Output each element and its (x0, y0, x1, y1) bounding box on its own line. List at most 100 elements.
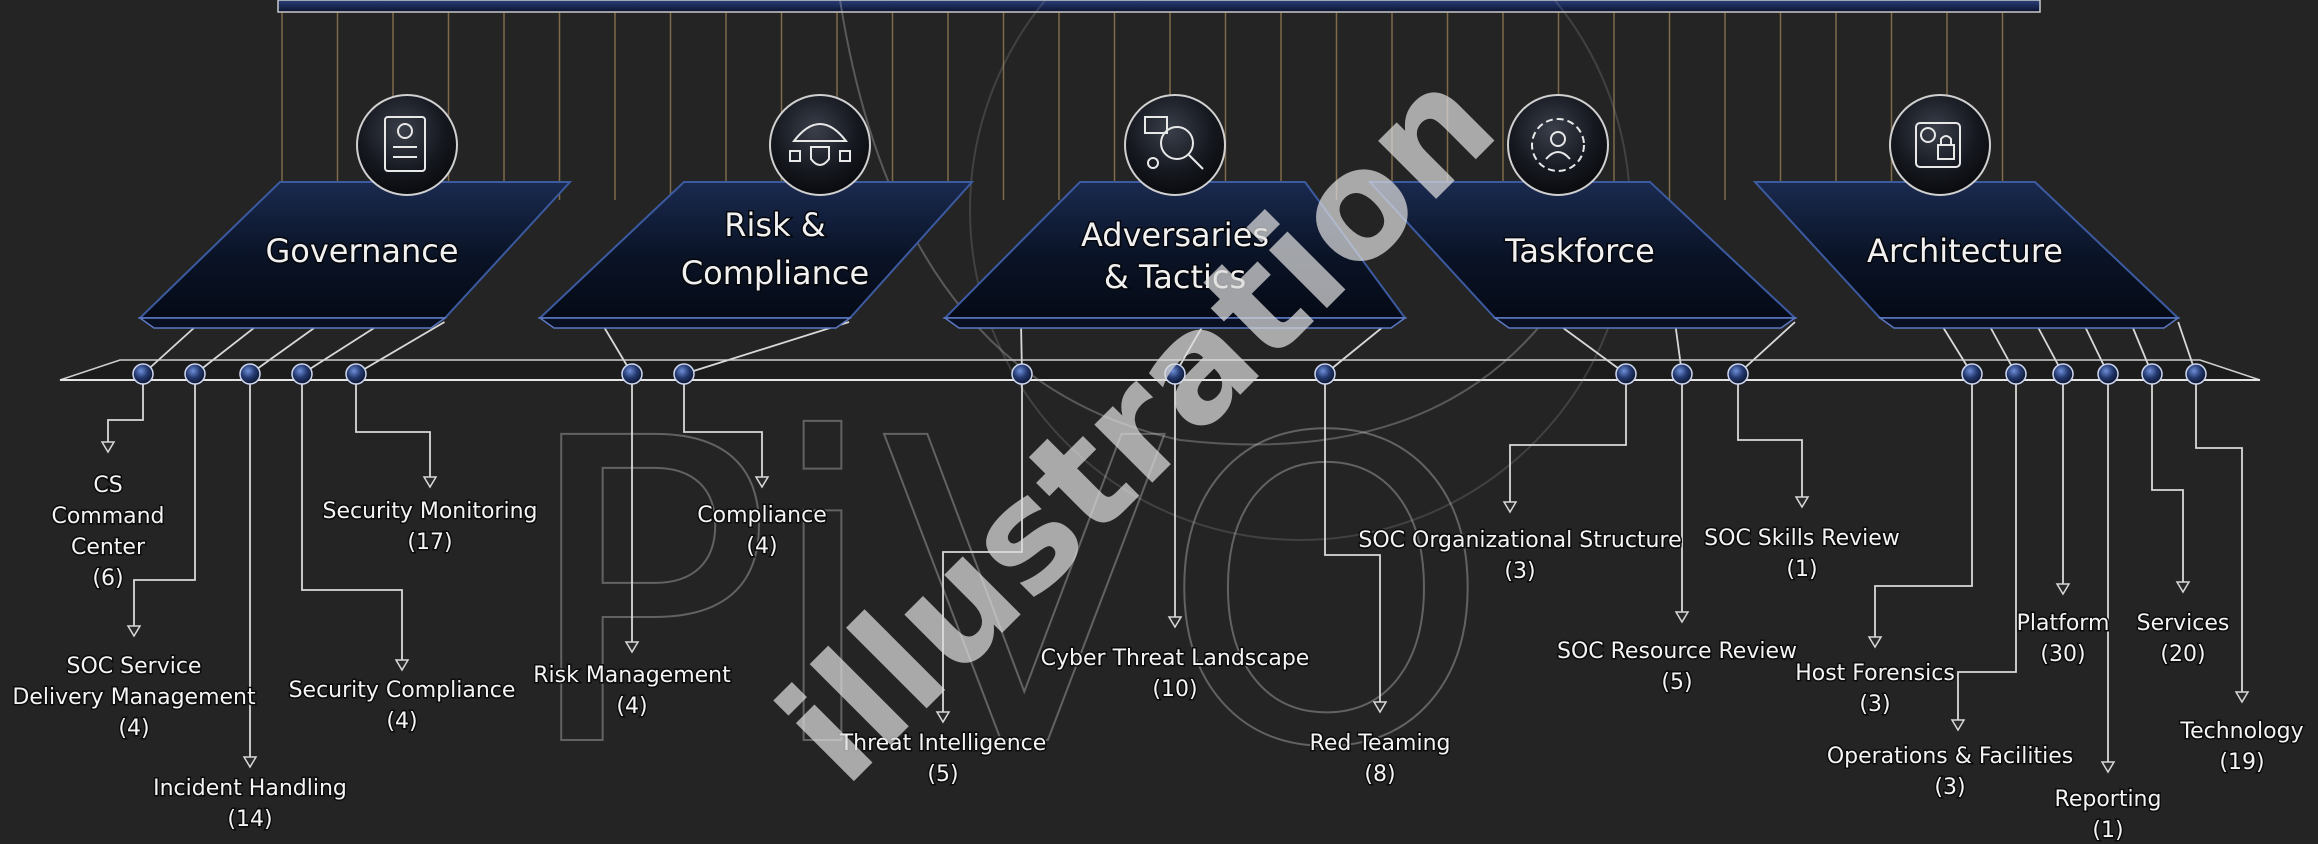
pillar-edge (942, 317, 1408, 329)
arrow-head (2234, 691, 2250, 704)
connector-node[interactable] (2097, 363, 2119, 385)
pillar-edge (537, 317, 853, 329)
connector-node[interactable] (1011, 363, 1033, 385)
leaf-count: (10) (1152, 677, 1197, 702)
leaf-label: Red Teaming (1310, 731, 1451, 756)
leaf-count: (14) (227, 807, 272, 832)
connector-node[interactable] (2141, 363, 2163, 385)
leaf-incident-handling[interactable]: Incident Handling(14) (152, 775, 349, 834)
leaf-label: Security Compliance (289, 678, 516, 703)
branch-line (355, 321, 445, 375)
leaf-technology[interactable]: Technology(19) (2178, 718, 2305, 777)
leaf-operations-facilities[interactable]: Operations & Facilities(3) (1825, 743, 2074, 802)
leaf-count: (5) (1661, 670, 1692, 695)
leaf-label: Compliance (697, 503, 827, 528)
connector-node[interactable] (621, 363, 643, 385)
leaf-soc-skills-review[interactable]: SOC Skills Review(1) (1703, 525, 1902, 584)
leaf-label: SOC Service (67, 654, 202, 679)
leader-line (1509, 374, 1627, 510)
leaf-label: Platform (2017, 611, 2110, 636)
connector-node[interactable] (1727, 363, 1749, 385)
pillar-edge (1877, 317, 2181, 329)
leaf-count: (20) (2160, 642, 2205, 667)
icon-badge (1124, 94, 1226, 196)
leaf-reporting[interactable]: Reporting(1) (2053, 786, 2163, 844)
leaf-count: (17) (407, 530, 452, 555)
pillar-adversaries-tactics[interactable]: Adversaries& Tactics (942, 94, 1408, 329)
connector-node[interactable] (1164, 363, 1186, 385)
connector-node[interactable] (239, 363, 261, 385)
icon-badge (356, 94, 458, 196)
leaf-count: (4) (616, 694, 647, 719)
leader-line (683, 374, 763, 485)
umbrella-shield-icon (789, 123, 851, 166)
arrow-head (2100, 761, 2116, 774)
pillar-label: Governance (265, 232, 458, 270)
connector-node[interactable] (1671, 363, 1693, 385)
leaf-label: Threat Intelligence (839, 731, 1047, 756)
user-gear-icon (1531, 118, 1585, 172)
leaf-soc-resource-review[interactable]: SOC Resource Review (5) (1555, 638, 1798, 697)
leaf-threat-intelligence[interactable]: Threat Intelligence(5) (837, 730, 1048, 789)
connector-node[interactable] (2005, 363, 2027, 385)
arrow-head (1794, 496, 1810, 509)
leaf-services[interactable]: Services(20) (2135, 610, 2231, 669)
leaf-label: Operations & Facilities (1827, 744, 2073, 769)
leader-line (355, 374, 431, 485)
leaf-security-compliance[interactable]: Security Compliance (4) (287, 677, 517, 736)
leaf-count: (3) (1504, 559, 1535, 584)
connector-node[interactable] (673, 363, 695, 385)
arrow-head (2175, 581, 2191, 594)
leaf-risk-management[interactable]: Risk Management(4) (532, 662, 733, 721)
pillar-architecture[interactable]: Architecture (1752, 94, 2181, 329)
leaf-platform[interactable]: Platform (30) (2015, 610, 2111, 669)
arrow-head (1674, 611, 1690, 624)
leaf-label: Delivery Management (12, 685, 256, 710)
leaf-compliance[interactable]: Compliance (4) (696, 502, 829, 561)
leaf-count: (4) (118, 716, 149, 741)
header-bar (277, 0, 2041, 13)
connector-node[interactable] (1314, 363, 1336, 385)
leaf-count: (30) (2040, 642, 2085, 667)
connector-node[interactable] (1615, 363, 1637, 385)
pillar-governance[interactable]: Governance (137, 94, 573, 329)
connector-node[interactable] (132, 363, 154, 385)
connector-node[interactable] (184, 363, 206, 385)
leaf-count: (6) (92, 566, 123, 591)
leaf-red-teaming[interactable]: Red Teaming(8) (1308, 730, 1452, 789)
leaf-cyber-threat-landscape[interactable]: Cyber Threat Landscape(10) (1039, 645, 1311, 704)
leaf-count: (1) (1786, 557, 1817, 582)
connector-lines (100, 321, 2250, 774)
leader-line (133, 374, 196, 634)
pillar-taskforce[interactable]: Taskforce (1367, 94, 1798, 329)
connector-node[interactable] (345, 363, 367, 385)
pillar-risk-compliance[interactable]: Risk &Compliance (537, 94, 975, 329)
arrow-head (100, 441, 116, 454)
connector-node[interactable] (2185, 363, 2207, 385)
arrow-head (1950, 719, 1966, 732)
branch-line (194, 321, 263, 375)
pillar-platform (537, 181, 975, 319)
leaf-label: SOC Resource Review (1557, 639, 1797, 664)
leaf-label: SOC Organizational Structure (1358, 528, 1681, 553)
arrow-head (242, 756, 258, 769)
leaf-host-forensics[interactable]: Host Forensics(3) (1794, 660, 1957, 719)
leaf-label: Reporting (2055, 787, 2162, 812)
leaf-count: (4) (746, 534, 777, 559)
leaf-label: Host Forensics (1795, 661, 1955, 686)
leaf-count: (4) (386, 709, 417, 734)
leaf-security-monitoring[interactable]: Security Monitoring(17) (321, 498, 539, 557)
leader-line (1737, 374, 1803, 505)
leaf-soc-organizational-structure[interactable]: SOC Organizational Structure (3) (1357, 527, 1683, 586)
base-rail (59, 359, 2261, 381)
connector-node[interactable] (291, 363, 313, 385)
connector-node[interactable] (2052, 363, 2074, 385)
arrow-head (935, 711, 951, 724)
background-columns (281, 12, 2004, 200)
connector-node[interactable] (1961, 363, 1983, 385)
pillar-label: Compliance (681, 254, 869, 292)
